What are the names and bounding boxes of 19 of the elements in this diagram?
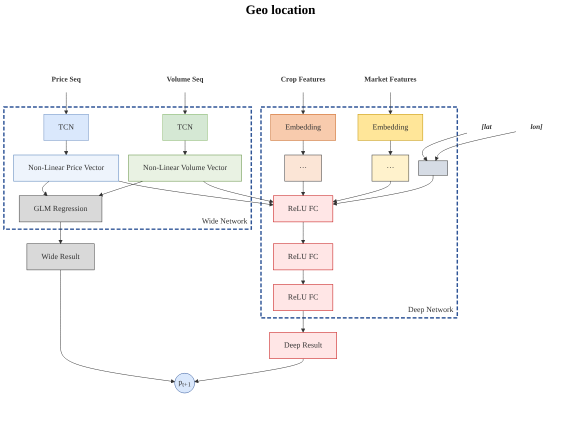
node-box	[18, 195, 102, 222]
node-box	[26, 243, 94, 270]
node-box	[372, 154, 410, 182]
input-label: Geo location	[246, 2, 316, 17]
node-box	[44, 114, 89, 141]
node-box	[273, 284, 334, 311]
node-box	[273, 195, 334, 222]
node-box	[358, 114, 424, 141]
node-box	[128, 154, 242, 182]
node-box	[162, 114, 208, 141]
node-box	[284, 154, 322, 182]
node-box	[269, 332, 337, 359]
node-box	[270, 114, 336, 141]
node-circle	[174, 372, 195, 394]
cluster	[3, 106, 252, 230]
node-box	[13, 154, 120, 182]
node-box	[273, 243, 334, 270]
node-box	[418, 160, 448, 176]
cluster	[260, 106, 458, 319]
